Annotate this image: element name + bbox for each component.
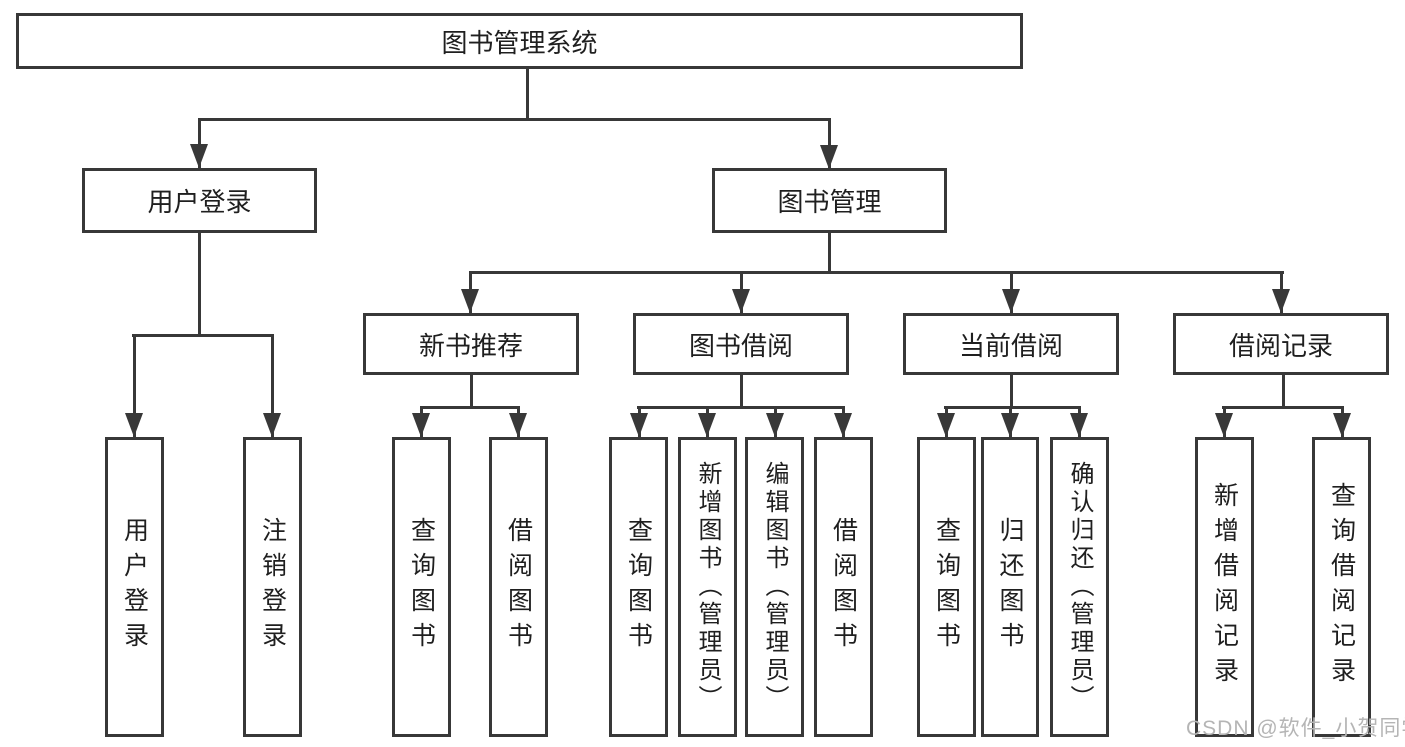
leaf-current-query-books: 查询图书 bbox=[917, 437, 976, 737]
connector-line-horizontal bbox=[1222, 405, 1344, 409]
leaf-records-query-borrow-record: 查询借阅记录 bbox=[1312, 437, 1371, 737]
arrowhead-down-icon bbox=[1272, 289, 1290, 313]
connector-line-horizontal bbox=[420, 405, 520, 409]
leaf-borrowing-add-books-admin: 新增图书（管理员） bbox=[678, 437, 737, 737]
arrowhead-down-icon bbox=[190, 144, 208, 168]
arrowhead-down-icon bbox=[698, 413, 716, 437]
connector-line-vertical bbox=[827, 119, 831, 169]
arrowhead-down-icon bbox=[1002, 289, 1020, 313]
connector-line-vertical bbox=[469, 375, 473, 408]
arrowhead-down-icon bbox=[263, 413, 281, 437]
arrowhead-down-icon bbox=[834, 413, 852, 437]
connector-line-horizontal bbox=[132, 333, 274, 337]
connector-line-horizontal bbox=[469, 270, 1284, 274]
arrowhead-down-icon bbox=[732, 289, 750, 313]
connector-line-vertical bbox=[525, 69, 529, 119]
arrowhead-down-icon bbox=[766, 413, 784, 437]
connector-line-horizontal bbox=[944, 405, 1081, 409]
connector-line-horizontal bbox=[198, 117, 831, 121]
csdn-watermark: CSDN @软件_小贺同学 bbox=[1186, 717, 1405, 740]
node-book-borrowing: 图书借阅 bbox=[633, 313, 849, 375]
connector-line-vertical bbox=[739, 375, 743, 408]
arrowhead-down-icon bbox=[630, 413, 648, 437]
arrowhead-down-icon bbox=[1215, 413, 1233, 437]
arrowhead-down-icon bbox=[937, 413, 955, 437]
connector-line-vertical bbox=[827, 233, 831, 273]
arrowhead-down-icon bbox=[1001, 413, 1019, 437]
node-current-borrowing: 当前借阅 bbox=[903, 313, 1119, 375]
leaf-logout: 注销登录 bbox=[243, 437, 302, 737]
arrowhead-down-icon bbox=[820, 145, 838, 169]
arrowhead-down-icon bbox=[125, 413, 143, 437]
connector-line-vertical bbox=[132, 335, 136, 437]
connector-line-vertical bbox=[197, 233, 201, 336]
node-borrowing-records: 借阅记录 bbox=[1173, 313, 1389, 375]
connector-line-vertical bbox=[270, 335, 274, 437]
connector-line-horizontal bbox=[637, 405, 845, 409]
node-library-management-system: 图书管理系统 bbox=[16, 13, 1023, 69]
arrowhead-down-icon bbox=[509, 413, 527, 437]
connector-line-vertical bbox=[1281, 375, 1285, 408]
leaf-user-login: 用户登录 bbox=[105, 437, 164, 737]
leaf-recommend-borrow-books: 借阅图书 bbox=[489, 437, 548, 737]
leaf-current-return-books: 归还图书 bbox=[981, 437, 1039, 737]
leaf-borrowing-borrow-books: 借阅图书 bbox=[814, 437, 873, 737]
arrowhead-down-icon bbox=[412, 413, 430, 437]
leaf-borrowing-query-books: 查询图书 bbox=[609, 437, 668, 737]
leaf-recommend-query-books: 查询图书 bbox=[392, 437, 451, 737]
leaf-borrowing-edit-books-admin: 编辑图书（管理员） bbox=[745, 437, 804, 737]
arrowhead-down-icon bbox=[1070, 413, 1088, 437]
arrowhead-down-icon bbox=[461, 289, 479, 313]
node-book-management: 图书管理 bbox=[712, 168, 947, 233]
connector-line-vertical bbox=[197, 119, 201, 168]
node-new-book-recommendation: 新书推荐 bbox=[363, 313, 579, 375]
leaf-records-add-borrow-record: 新增借阅记录 bbox=[1195, 437, 1254, 737]
arrowhead-down-icon bbox=[1333, 413, 1351, 437]
connector-line-vertical bbox=[1009, 375, 1013, 408]
leaf-current-confirm-return-admin: 确认归还（管理员） bbox=[1050, 437, 1109, 737]
node-user-login: 用户登录 bbox=[82, 168, 317, 233]
